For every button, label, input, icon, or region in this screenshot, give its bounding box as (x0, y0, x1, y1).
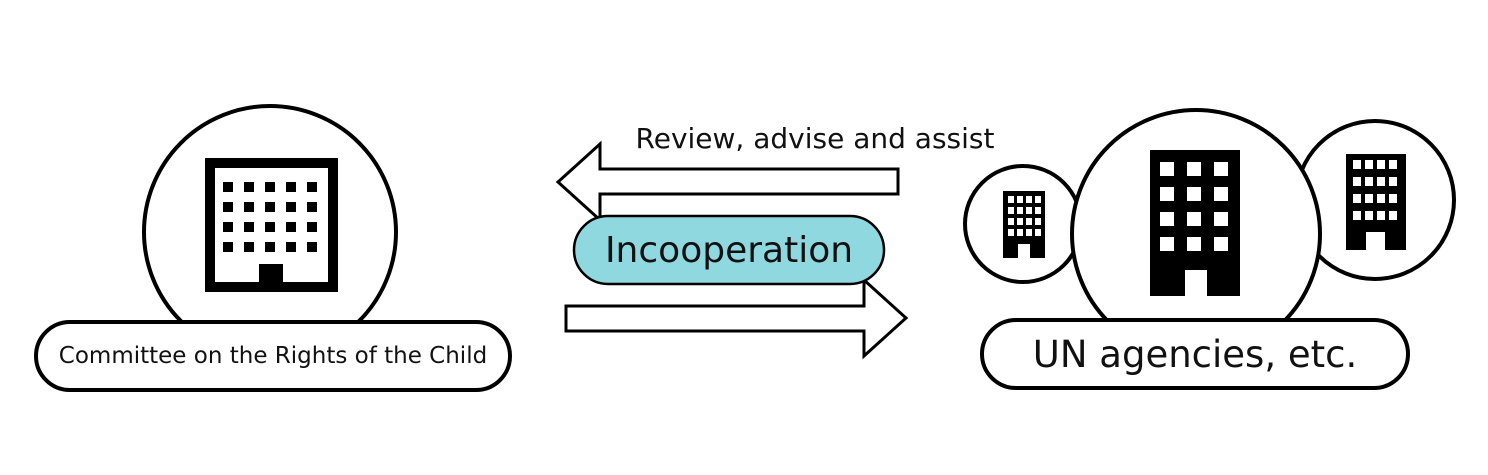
building-window (1008, 218, 1014, 225)
building-window (307, 242, 317, 252)
review-advise-assist-label: Review, advise and assist (635, 121, 995, 155)
building-window (265, 242, 275, 252)
building-window (1365, 211, 1373, 220)
building-window (286, 182, 296, 192)
right-entity-label-box (980, 318, 1410, 390)
building-window (1365, 160, 1373, 169)
building-window (1389, 194, 1397, 203)
building-window (286, 222, 296, 232)
building-window (1353, 211, 1361, 220)
building-window (1353, 160, 1361, 169)
building-window (1026, 196, 1032, 203)
right-large-building-icon (1150, 150, 1240, 296)
building-window (1160, 212, 1174, 226)
building-window (1187, 237, 1201, 251)
building-window (244, 182, 254, 192)
building-window (1377, 194, 1385, 203)
building-window (1160, 237, 1174, 251)
building-window (1377, 177, 1385, 186)
building-window (1026, 229, 1032, 236)
building-window (1035, 207, 1041, 214)
cooperation-badge (572, 214, 886, 286)
building-window (286, 242, 296, 252)
left-entity-label-box (34, 320, 512, 392)
building-window (307, 222, 317, 232)
right-entity-label: UN agencies, etc. (1032, 332, 1358, 376)
building-window (1214, 237, 1228, 251)
building-window (265, 222, 275, 232)
building-window (1160, 187, 1174, 201)
building-window (1035, 229, 1041, 236)
building-window (1017, 196, 1023, 203)
building-window (1008, 229, 1014, 236)
building-window (1026, 218, 1032, 225)
building-window (223, 242, 233, 252)
building-window (307, 182, 317, 192)
building-window (1187, 187, 1201, 201)
building-window (1187, 162, 1201, 176)
building-window (1160, 162, 1174, 176)
building-window (1017, 207, 1023, 214)
building-window (1389, 211, 1397, 220)
building-window (1017, 229, 1023, 236)
building-window (1017, 218, 1023, 225)
building-window (1035, 218, 1041, 225)
building-window (265, 182, 275, 192)
left-building-icon (205, 158, 338, 292)
building-window (265, 202, 275, 212)
building-window (244, 202, 254, 212)
building-window (223, 222, 233, 232)
building-window (1365, 194, 1373, 203)
building-window (1035, 196, 1041, 203)
building-window (286, 202, 296, 212)
building-window (1026, 207, 1032, 214)
building-window (1353, 177, 1361, 186)
right-medium-building-icon (1346, 154, 1406, 250)
building-window (1008, 207, 1014, 214)
left-arrow (555, 140, 900, 224)
building-window (1377, 211, 1385, 220)
building-window (1353, 194, 1361, 203)
building-window (1008, 196, 1014, 203)
building-window (1389, 177, 1397, 186)
building-window (1214, 212, 1228, 226)
building-window (1389, 160, 1397, 169)
right-small-building-icon (1003, 191, 1045, 258)
building-window (1365, 177, 1373, 186)
building-window (223, 202, 233, 212)
building-window (1377, 160, 1385, 169)
building-window (307, 202, 317, 212)
building-window (244, 242, 254, 252)
cooperation-label: Incooperation (604, 229, 854, 271)
building-window (1214, 187, 1228, 201)
building-window (223, 182, 233, 192)
right-arrow (564, 276, 909, 360)
building-window (1187, 212, 1201, 226)
left-entity-label: Committee on the Rights of the Child (58, 343, 488, 369)
building-window (1214, 162, 1228, 176)
building-window (244, 222, 254, 232)
